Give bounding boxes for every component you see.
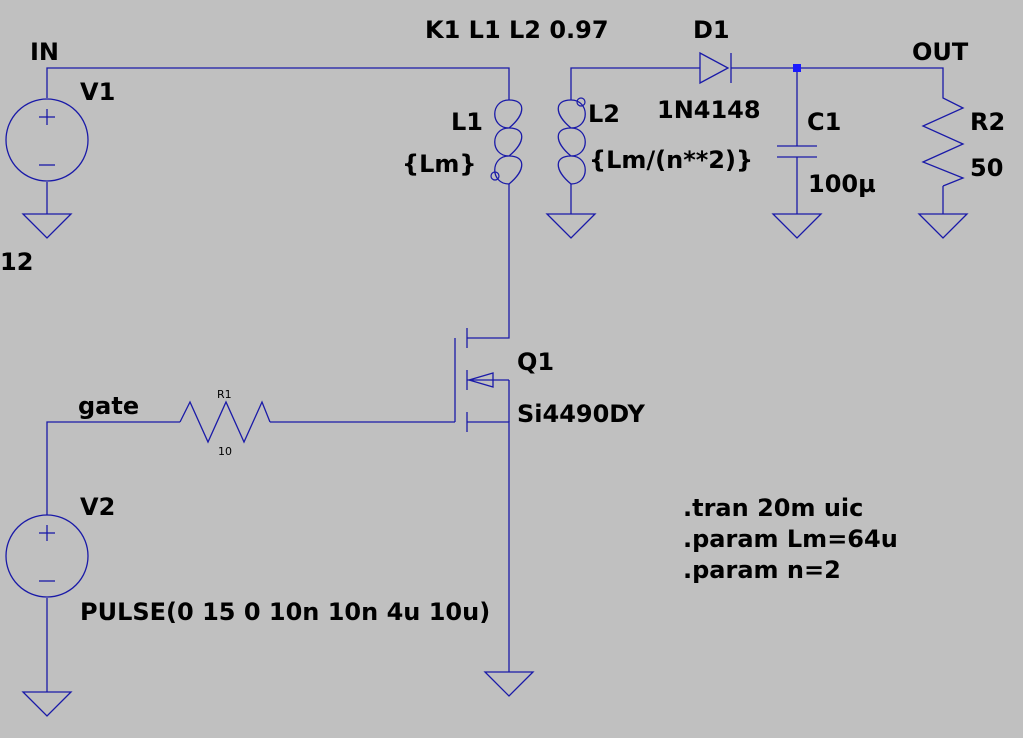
wire-l1-drain — [467, 194, 510, 339]
net-label-gate: gate — [78, 392, 139, 420]
l2-value: {Lm/(n**2)} — [589, 146, 753, 174]
v2-value: PULSE(0 15 0 10n 10n 4u 10u) — [80, 598, 490, 626]
diode-d1[interactable] — [699, 51, 732, 85]
ground-icon — [21, 213, 73, 239]
wire-gate — [46, 421, 180, 515]
v1-name: V1 — [80, 78, 115, 106]
r1-value: 10 — [218, 445, 232, 458]
directive-tran: .tran 20m uic — [683, 494, 863, 522]
ground-icon — [771, 213, 823, 239]
l1-name: L1 — [451, 108, 483, 136]
d1-name: D1 — [693, 16, 730, 44]
ground-icon — [483, 671, 535, 697]
v1-value: 12 — [0, 248, 33, 276]
wire-source — [467, 421, 510, 672]
capacitor-c1[interactable] — [777, 145, 817, 158]
wire-l2-diode — [570, 67, 700, 88]
coupling-directive: K1 L1 L2 0.97 — [425, 16, 609, 44]
voltage-source-v2[interactable] — [5, 514, 89, 598]
inductor-l2[interactable] — [557, 88, 586, 194]
wire-in — [46, 67, 510, 98]
directive-param-n: .param n=2 — [683, 556, 841, 584]
junction-dot — [793, 64, 801, 72]
net-label-out: OUT — [912, 38, 969, 66]
r2-value: 50 — [970, 154, 1003, 182]
q1-value: Si4490DY — [517, 400, 645, 428]
ground-symbols — [21, 213, 969, 717]
resistor-r2[interactable] — [921, 90, 965, 187]
arrow-icon — [466, 372, 494, 388]
inductor-l1[interactable] — [490, 88, 523, 194]
polarity-dot — [576, 97, 586, 107]
ground-icon — [917, 213, 969, 239]
voltage-source-v1[interactable] — [5, 98, 89, 182]
ground-icon — [21, 691, 73, 717]
l1-value: {Lm} — [402, 150, 476, 178]
c1-value: 100µ — [808, 170, 876, 198]
c1-name: C1 — [807, 108, 841, 136]
resistor-r1[interactable] — [179, 400, 271, 444]
directive-param-lm: .param Lm=64u — [683, 525, 898, 553]
v2-name: V2 — [80, 493, 115, 521]
l2-name: L2 — [588, 100, 620, 128]
polarity-dot — [490, 171, 500, 181]
r2-name: R2 — [970, 108, 1005, 136]
ground-icon — [545, 213, 597, 239]
mosfet-q1[interactable] — [454, 328, 509, 432]
r1-name: R1 — [217, 388, 232, 401]
d1-value: 1N4148 — [657, 96, 761, 124]
net-label-in: IN — [30, 38, 59, 66]
wire-out — [731, 67, 944, 90]
wires — [46, 67, 944, 692]
q1-name: Q1 — [517, 348, 554, 376]
